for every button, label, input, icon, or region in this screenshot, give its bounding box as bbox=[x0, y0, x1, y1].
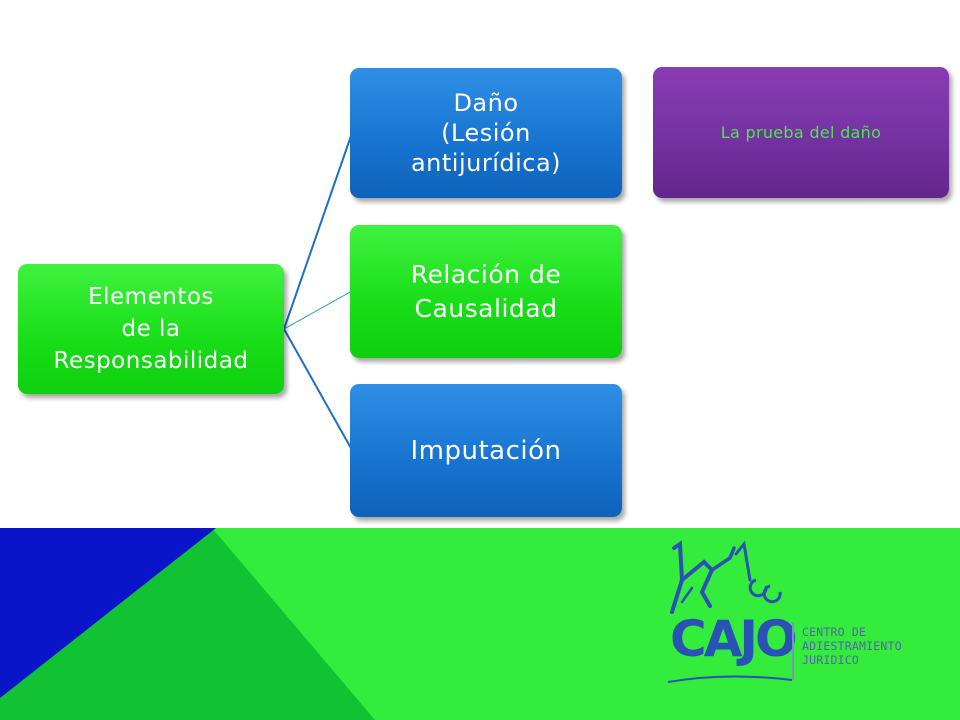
node-imputacion: Imputación bbox=[350, 384, 622, 517]
footer-shapes bbox=[0, 528, 960, 720]
connector-lines bbox=[283, 132, 353, 451]
justice-figure-icon bbox=[670, 540, 782, 614]
logo-swoosh bbox=[667, 675, 793, 683]
node-relacion-label: Relación de Causalidad bbox=[410, 259, 562, 323]
node-imputacion-label: Imputación bbox=[410, 435, 562, 466]
logo-divider bbox=[792, 622, 794, 680]
connector-to-relacion bbox=[283, 290, 353, 330]
connector-to-imputacion bbox=[283, 328, 353, 451]
node-elementos-responsabilidad: Elementos de la Responsabilidad bbox=[18, 264, 284, 394]
connector-to-dano bbox=[283, 132, 353, 330]
footer-blue-triangle bbox=[0, 528, 216, 698]
node-prueba-del-dano: La prueba del daño bbox=[653, 67, 949, 198]
node-dano-label: Daño (Lesión antijurídica) bbox=[410, 89, 562, 177]
logo-subtitle: CENTRO DE ADIESTRAMIENTO JURIDICO bbox=[802, 625, 902, 667]
node-prueba-label: La prueba del daño bbox=[720, 123, 882, 142]
footer-band bbox=[0, 528, 960, 720]
node-elementos-label: Elementos de la Responsabilidad bbox=[53, 284, 249, 374]
logo-wordmark: CAJO bbox=[670, 610, 797, 668]
node-dano: Daño (Lesión antijurídica) bbox=[350, 68, 622, 198]
cajo-logo: CAJO CENTRO DE ADIESTRAMIENTO JURIDICO bbox=[652, 540, 922, 690]
node-relacion-causalidad: Relación de Causalidad bbox=[350, 225, 622, 358]
